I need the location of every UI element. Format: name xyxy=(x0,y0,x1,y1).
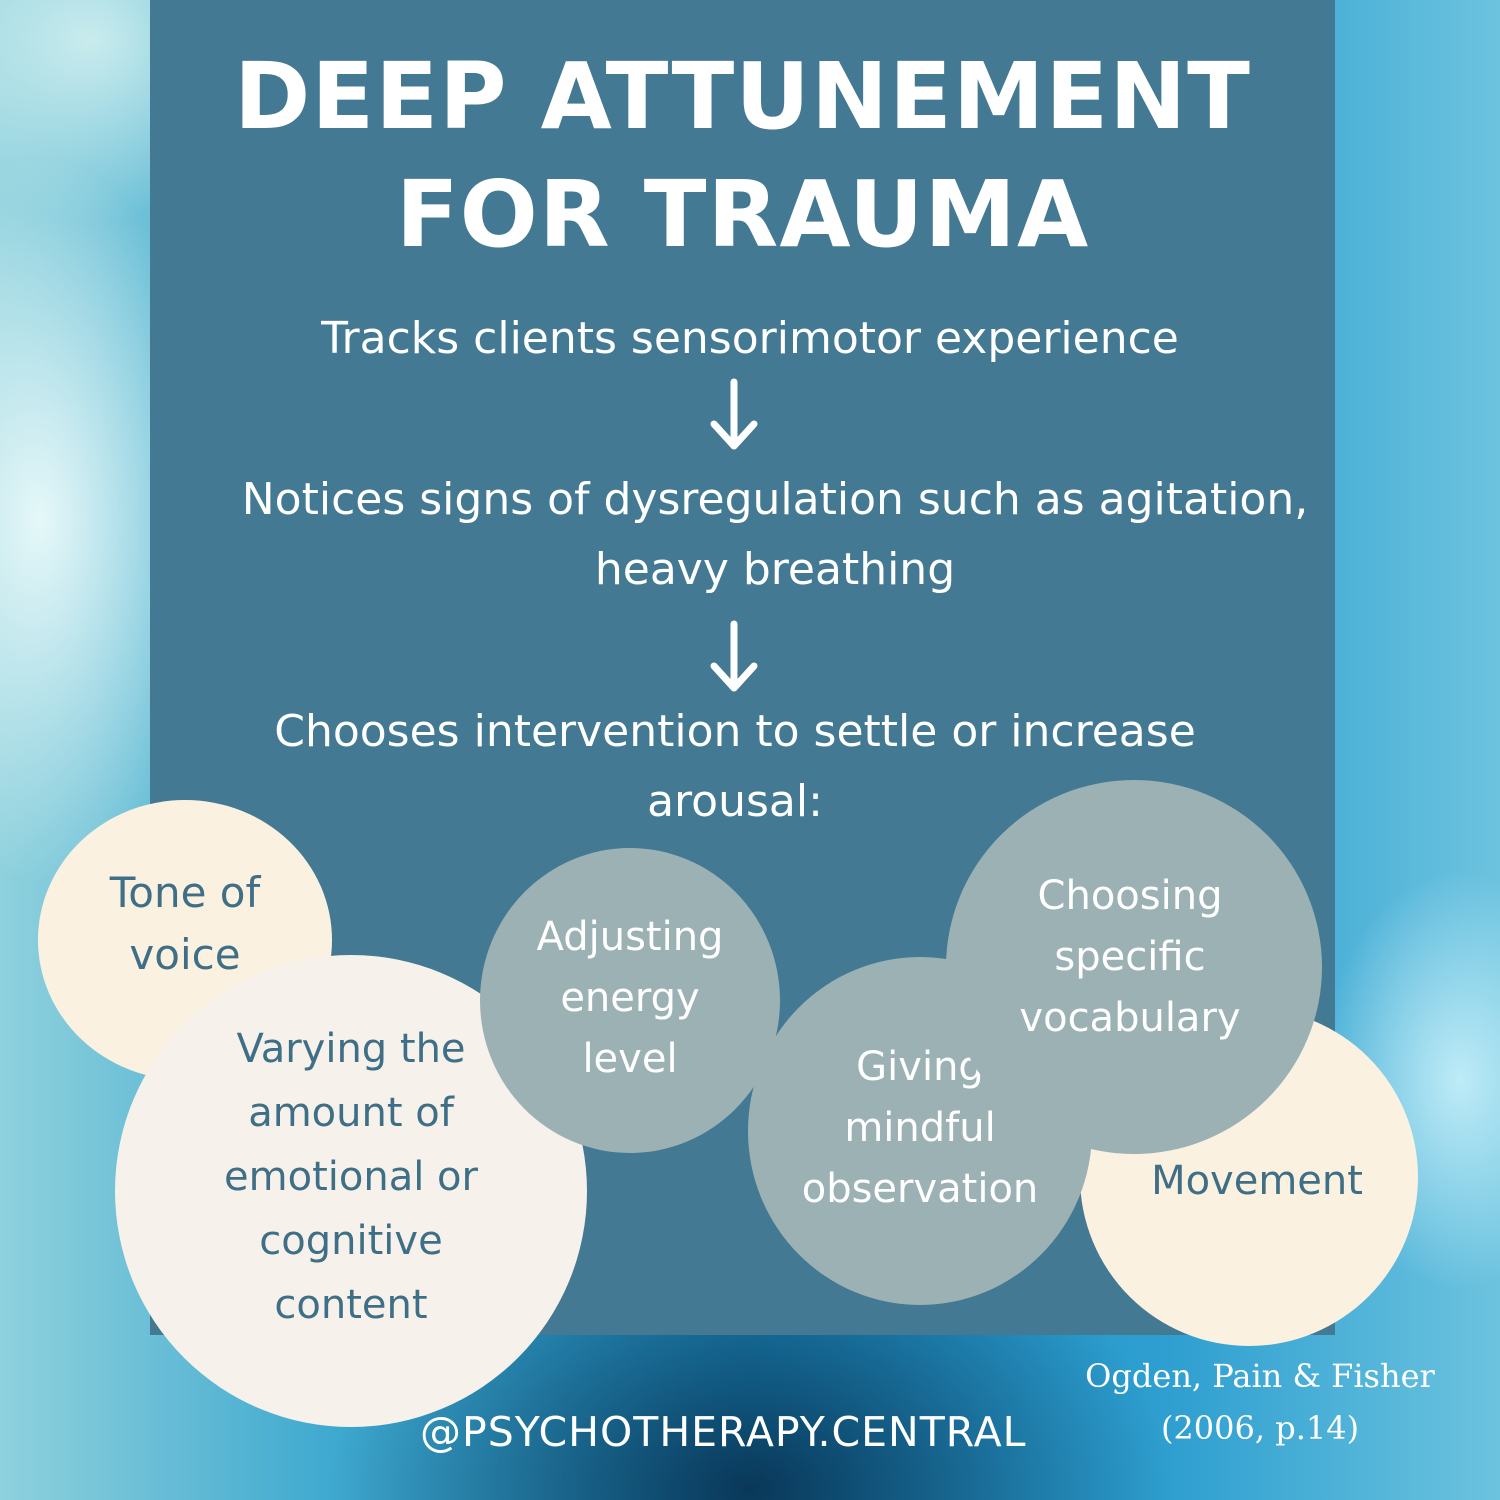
bubble-text-line: Choosing xyxy=(1037,872,1223,919)
citation: Ogden, Pain & Fisher (2006, p.14) xyxy=(1085,1350,1435,1454)
bubble-energy-level: Adjusting energy level xyxy=(480,848,780,1153)
bubble-mindful-observation: Giving mindful observation xyxy=(748,957,1092,1305)
bubble-text-line: specific xyxy=(1054,933,1206,980)
social-handle: @PSYCHOTHERAPY.CENTRAL xyxy=(420,1408,1027,1456)
step-choose: Chooses intervention to settle or increa… xyxy=(150,697,1320,837)
bubble-text-line: mindful xyxy=(844,1104,996,1151)
step-choose-line-1: Chooses intervention to settle or increa… xyxy=(274,706,1196,757)
bubble-specific-vocabulary: Choosing specific vocabulary xyxy=(946,780,1322,1154)
bubble-text-line: Giving xyxy=(856,1043,984,1090)
bubble-text-line: cognitive xyxy=(259,1218,443,1264)
bubble-text-line: voice xyxy=(129,930,241,979)
bubble-text-line: Movement xyxy=(1151,1158,1363,1204)
arrow-down-icon xyxy=(710,378,758,450)
bubble-text-line: level xyxy=(582,1036,678,1082)
step-track-text: Tracks clients sensorimotor experience xyxy=(321,313,1179,364)
step-notice-line-1: Notices signs of dysregulation such as a… xyxy=(241,474,1309,525)
title-line-2: FOR TRAUMA xyxy=(395,161,1090,268)
step-choose-line-2: arousal: xyxy=(647,776,823,827)
bubble-text-line: Adjusting xyxy=(536,914,724,960)
title-line-1: DEEP ATTUNEMENT xyxy=(234,43,1251,150)
bubble-text-line: content xyxy=(274,1282,428,1328)
bubble-text-line: energy xyxy=(560,975,700,1021)
bubble-text-line: Tone of xyxy=(109,868,261,917)
bubble-text-line: Varying the xyxy=(236,1026,466,1072)
citation-line-1: Ogden, Pain & Fisher xyxy=(1085,1357,1435,1395)
step-notice-line-2: heavy breathing xyxy=(594,544,956,595)
bubble-text-line: observation xyxy=(801,1165,1039,1212)
bubble-text-line: amount of xyxy=(248,1090,454,1136)
citation-line-2: (2006, p.14) xyxy=(1160,1409,1360,1447)
step-notice: Notices signs of dysregulation such as a… xyxy=(150,465,1400,605)
arrow-down-icon xyxy=(710,620,758,692)
step-track: Tracks clients sensorimotor experience xyxy=(150,304,1350,374)
bubble-text-line: vocabulary xyxy=(1019,994,1241,1041)
page-title: DEEP ATTUNEMENT FOR TRAUMA xyxy=(150,38,1335,274)
bubble-text-line: emotional or xyxy=(224,1154,478,1200)
